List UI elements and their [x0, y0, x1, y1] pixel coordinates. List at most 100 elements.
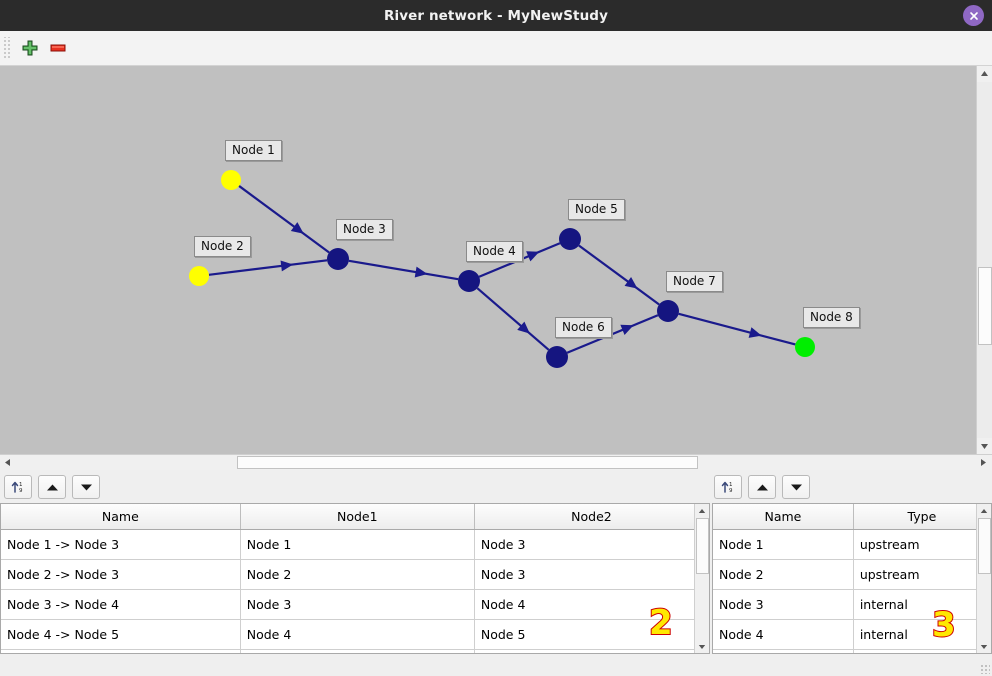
graph-node-label[interactable]: Node 5: [568, 199, 625, 220]
table-cell[interactable]: Node 3: [240, 589, 475, 620]
window-titlebar: River network - MyNewStudy: [0, 0, 992, 31]
table-cell[interactable]: Node 4: [474, 589, 709, 620]
edges-scroll-thumb[interactable]: [696, 518, 709, 574]
edges-scroll-up-button[interactable]: [695, 504, 708, 517]
nodes-sort-button[interactable]: 1 9: [714, 475, 742, 499]
annotation-marker-2: 2: [648, 603, 674, 643]
window-resize-grip-icon[interactable]: [980, 664, 990, 674]
graph-vscroll-track[interactable]: [977, 82, 992, 438]
table-cell[interactable]: Node 2: [240, 559, 475, 590]
move-down-icon: [790, 484, 802, 490]
column-header[interactable]: Name: [713, 504, 854, 530]
scroll-up-button[interactable]: [977, 66, 992, 81]
scroll-right-button[interactable]: [976, 455, 991, 470]
window-title: River network - MyNewStudy: [384, 7, 608, 24]
graph-node-label[interactable]: Node 4: [466, 241, 523, 262]
graph-horizontal-scrollbar[interactable]: [0, 454, 992, 470]
graph-vscroll-thumb[interactable]: [978, 267, 992, 345]
table-cell[interactable]: [853, 649, 991, 653]
edges-table-row[interactable]: [1, 649, 709, 653]
table-cell[interactable]: internal: [853, 619, 991, 650]
graph-node-label[interactable]: Node 2: [194, 236, 251, 257]
table-cell[interactable]: [713, 649, 854, 653]
nodes-pane-toolbar: 1 9: [712, 472, 810, 502]
scroll-left-button[interactable]: [0, 455, 15, 470]
table-cell[interactable]: Node 1: [713, 529, 854, 560]
nodes-move-up-button[interactable]: [748, 475, 776, 499]
edges-move-down-button[interactable]: [72, 475, 100, 499]
edges-sort-button[interactable]: 1 9: [4, 475, 32, 499]
table-cell[interactable]: Node 3 -> Node 4: [1, 589, 241, 620]
table-cell[interactable]: [474, 649, 709, 653]
table-cell[interactable]: Node 3: [474, 559, 709, 590]
edges-pane-toolbar: 1 9: [0, 472, 100, 502]
graph-hscroll-thumb[interactable]: [237, 456, 698, 469]
graph-node-label[interactable]: Node 6: [555, 317, 612, 338]
triangle-right-icon: [981, 459, 986, 466]
table-cell[interactable]: upstream: [853, 529, 991, 560]
table-cell[interactable]: Node 1 -> Node 3: [1, 529, 241, 560]
column-header[interactable]: Node2: [474, 504, 709, 530]
nodes-pane-status: [712, 655, 992, 676]
close-icon: [969, 11, 978, 20]
network-graph-canvas[interactable]: Node 1 Node 2 Node 3 Node 4 Node 5 Node 6 Node…: [0, 66, 992, 454]
column-header[interactable]: Name: [1, 504, 241, 530]
sort-ascending-icon: 1 9: [11, 481, 23, 494]
nodes-table-row[interactable]: [713, 649, 991, 653]
table-cell[interactable]: Node 2: [713, 559, 854, 590]
triangle-up-icon: [980, 508, 987, 513]
table-cell[interactable]: Node 5: [474, 619, 709, 650]
graph-node-label[interactable]: Node 1: [225, 140, 282, 161]
table-cell[interactable]: internal: [853, 589, 991, 620]
table-cell[interactable]: Node 4: [240, 619, 475, 650]
edges-pane-status: [0, 655, 710, 676]
graph-node-label[interactable]: Node 3: [336, 219, 393, 240]
remove-minus-icon: [50, 44, 66, 52]
nodes-scroll-thumb[interactable]: [978, 518, 991, 574]
add-plus-icon: [22, 40, 38, 56]
column-header[interactable]: Type: [853, 504, 991, 530]
close-window-button[interactable]: [963, 5, 984, 26]
table-cell[interactable]: Node 2 -> Node 3: [1, 559, 241, 590]
edges-scroll-down-button[interactable]: [695, 640, 708, 653]
table-cell[interactable]: Node 3: [713, 589, 854, 620]
column-header[interactable]: Node1: [240, 504, 475, 530]
nodes-scroll-up-button[interactable]: [977, 504, 990, 517]
table-cell[interactable]: Node 1: [240, 529, 475, 560]
table-cell[interactable]: Node 4 -> Node 5: [1, 619, 241, 650]
sort-ascending-icon: 1 9: [721, 481, 733, 494]
edges-table-scrollbar[interactable]: [694, 504, 709, 653]
edges-move-up-button[interactable]: [38, 475, 66, 499]
table-cell[interactable]: [240, 649, 475, 653]
table-cell[interactable]: [1, 649, 241, 653]
nodes-scroll-down-button[interactable]: [977, 640, 990, 653]
remove-node-button[interactable]: [44, 34, 72, 62]
add-node-button[interactable]: [16, 34, 44, 62]
table-cell[interactable]: Node 3: [474, 529, 709, 560]
scroll-down-button[interactable]: [977, 439, 992, 454]
graph-node-label[interactable]: Node 7: [666, 271, 723, 292]
toolbar-drag-handle[interactable]: [3, 37, 12, 59]
svg-text:9: 9: [729, 488, 733, 494]
nodes-move-down-button[interactable]: [782, 475, 810, 499]
nodes-table-scrollbar[interactable]: [976, 504, 991, 653]
table-cell[interactable]: Node 4: [713, 619, 854, 650]
move-up-icon: [756, 484, 768, 490]
table-cell[interactable]: upstream: [853, 559, 991, 590]
graph-vertical-scrollbar[interactable]: [976, 66, 992, 454]
graph-node-label[interactable]: Node 8: [803, 307, 860, 328]
